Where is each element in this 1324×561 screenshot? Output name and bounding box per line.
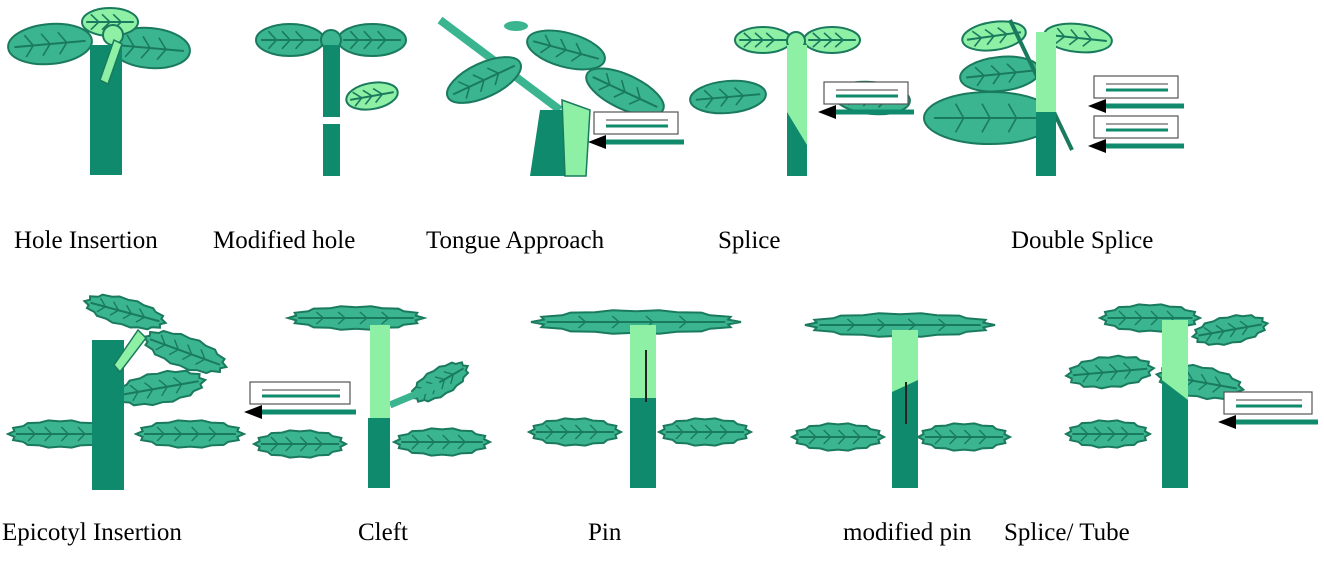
bud bbox=[504, 21, 528, 31]
leaf bbox=[804, 27, 860, 53]
figure-tongue-approach bbox=[440, 20, 684, 176]
leaf bbox=[112, 365, 208, 412]
scion-stem bbox=[562, 100, 590, 176]
figure-splice bbox=[689, 27, 914, 176]
leaf bbox=[338, 24, 406, 56]
leaf bbox=[659, 418, 751, 445]
rootstock-stem bbox=[630, 398, 656, 488]
figure-modified-hole bbox=[256, 24, 406, 176]
scion-stem bbox=[370, 325, 390, 420]
figure-pin bbox=[529, 310, 751, 488]
figure-splice-tube bbox=[1065, 304, 1318, 488]
leaf bbox=[689, 78, 767, 117]
caption-splice: Splice bbox=[718, 228, 781, 253]
stem-upper bbox=[323, 45, 340, 117]
leaf bbox=[394, 428, 490, 455]
leaf bbox=[1190, 310, 1270, 350]
caption-cleft: Cleft bbox=[358, 520, 408, 545]
caption-modified-pin: modified pin bbox=[843, 520, 971, 545]
clamp-arrow-icon bbox=[1088, 76, 1184, 153]
leaf bbox=[6, 20, 93, 67]
leaf bbox=[529, 418, 621, 445]
leaf bbox=[1066, 420, 1150, 447]
clamp-arrow-icon bbox=[588, 112, 684, 149]
rootstock-stem bbox=[323, 124, 340, 176]
leaf bbox=[405, 354, 474, 410]
leaf bbox=[1065, 353, 1155, 392]
figure-hole-insertion bbox=[6, 8, 191, 175]
leaf bbox=[344, 79, 400, 114]
caption-epicotyl-insertion: Epicotyl Insertion bbox=[2, 520, 182, 545]
clamp-arrow-icon bbox=[244, 382, 356, 419]
leaf bbox=[918, 423, 1010, 450]
leaf bbox=[735, 27, 791, 53]
caption-tongue-approach: Tongue Approach bbox=[426, 228, 604, 253]
leaf bbox=[254, 430, 346, 457]
rootstock-stem bbox=[1036, 112, 1056, 176]
leaf bbox=[792, 423, 884, 450]
caption-double-splice: Double Splice bbox=[1011, 228, 1153, 253]
leaf bbox=[81, 288, 169, 336]
scion-stem bbox=[1036, 32, 1056, 112]
caption-modified-hole: Modified hole bbox=[213, 228, 355, 253]
figure-modified-pin bbox=[792, 313, 1010, 488]
leaf bbox=[288, 306, 424, 329]
caption-pin: Pin bbox=[588, 520, 621, 545]
clamp-arrow-icon bbox=[818, 82, 914, 119]
caption-splice-tube: Splice/ Tube bbox=[1004, 520, 1130, 545]
scion-stem bbox=[630, 325, 656, 400]
rootstock-stem bbox=[368, 418, 390, 488]
caption-hole-insertion: Hole Insertion bbox=[14, 228, 158, 253]
figure-double-splice bbox=[924, 18, 1184, 176]
leaf bbox=[136, 420, 244, 447]
clamp-arrow-icon bbox=[1218, 392, 1318, 429]
leaf bbox=[256, 24, 324, 56]
